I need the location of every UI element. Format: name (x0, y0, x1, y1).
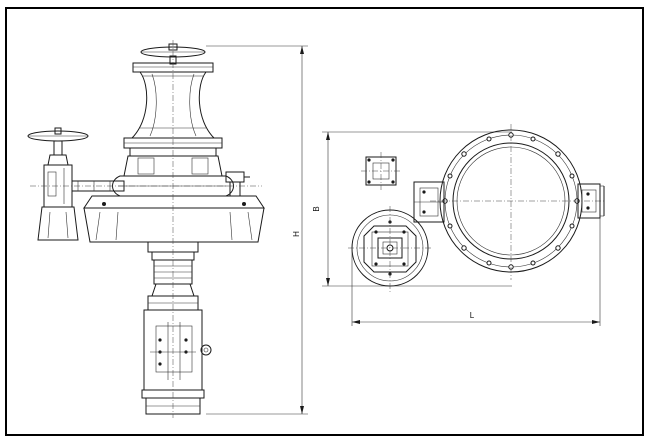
capstan-elevation-view (27, 40, 265, 418)
height-dimension (206, 45, 308, 415)
length-dimension (351, 218, 601, 326)
drawing-border (5, 7, 644, 436)
anchor-bolt-pattern (361, 152, 401, 190)
plan-view (322, 124, 605, 326)
length-label: L (470, 311, 475, 320)
column-base-plan (348, 206, 432, 292)
breadth-dimension (322, 131, 512, 287)
breadth-label: B (312, 206, 321, 211)
right-mounting-bracket (577, 183, 605, 219)
height-label: H (292, 231, 301, 237)
left-mounting-bracket (413, 181, 445, 223)
base-housing (83, 207, 265, 243)
